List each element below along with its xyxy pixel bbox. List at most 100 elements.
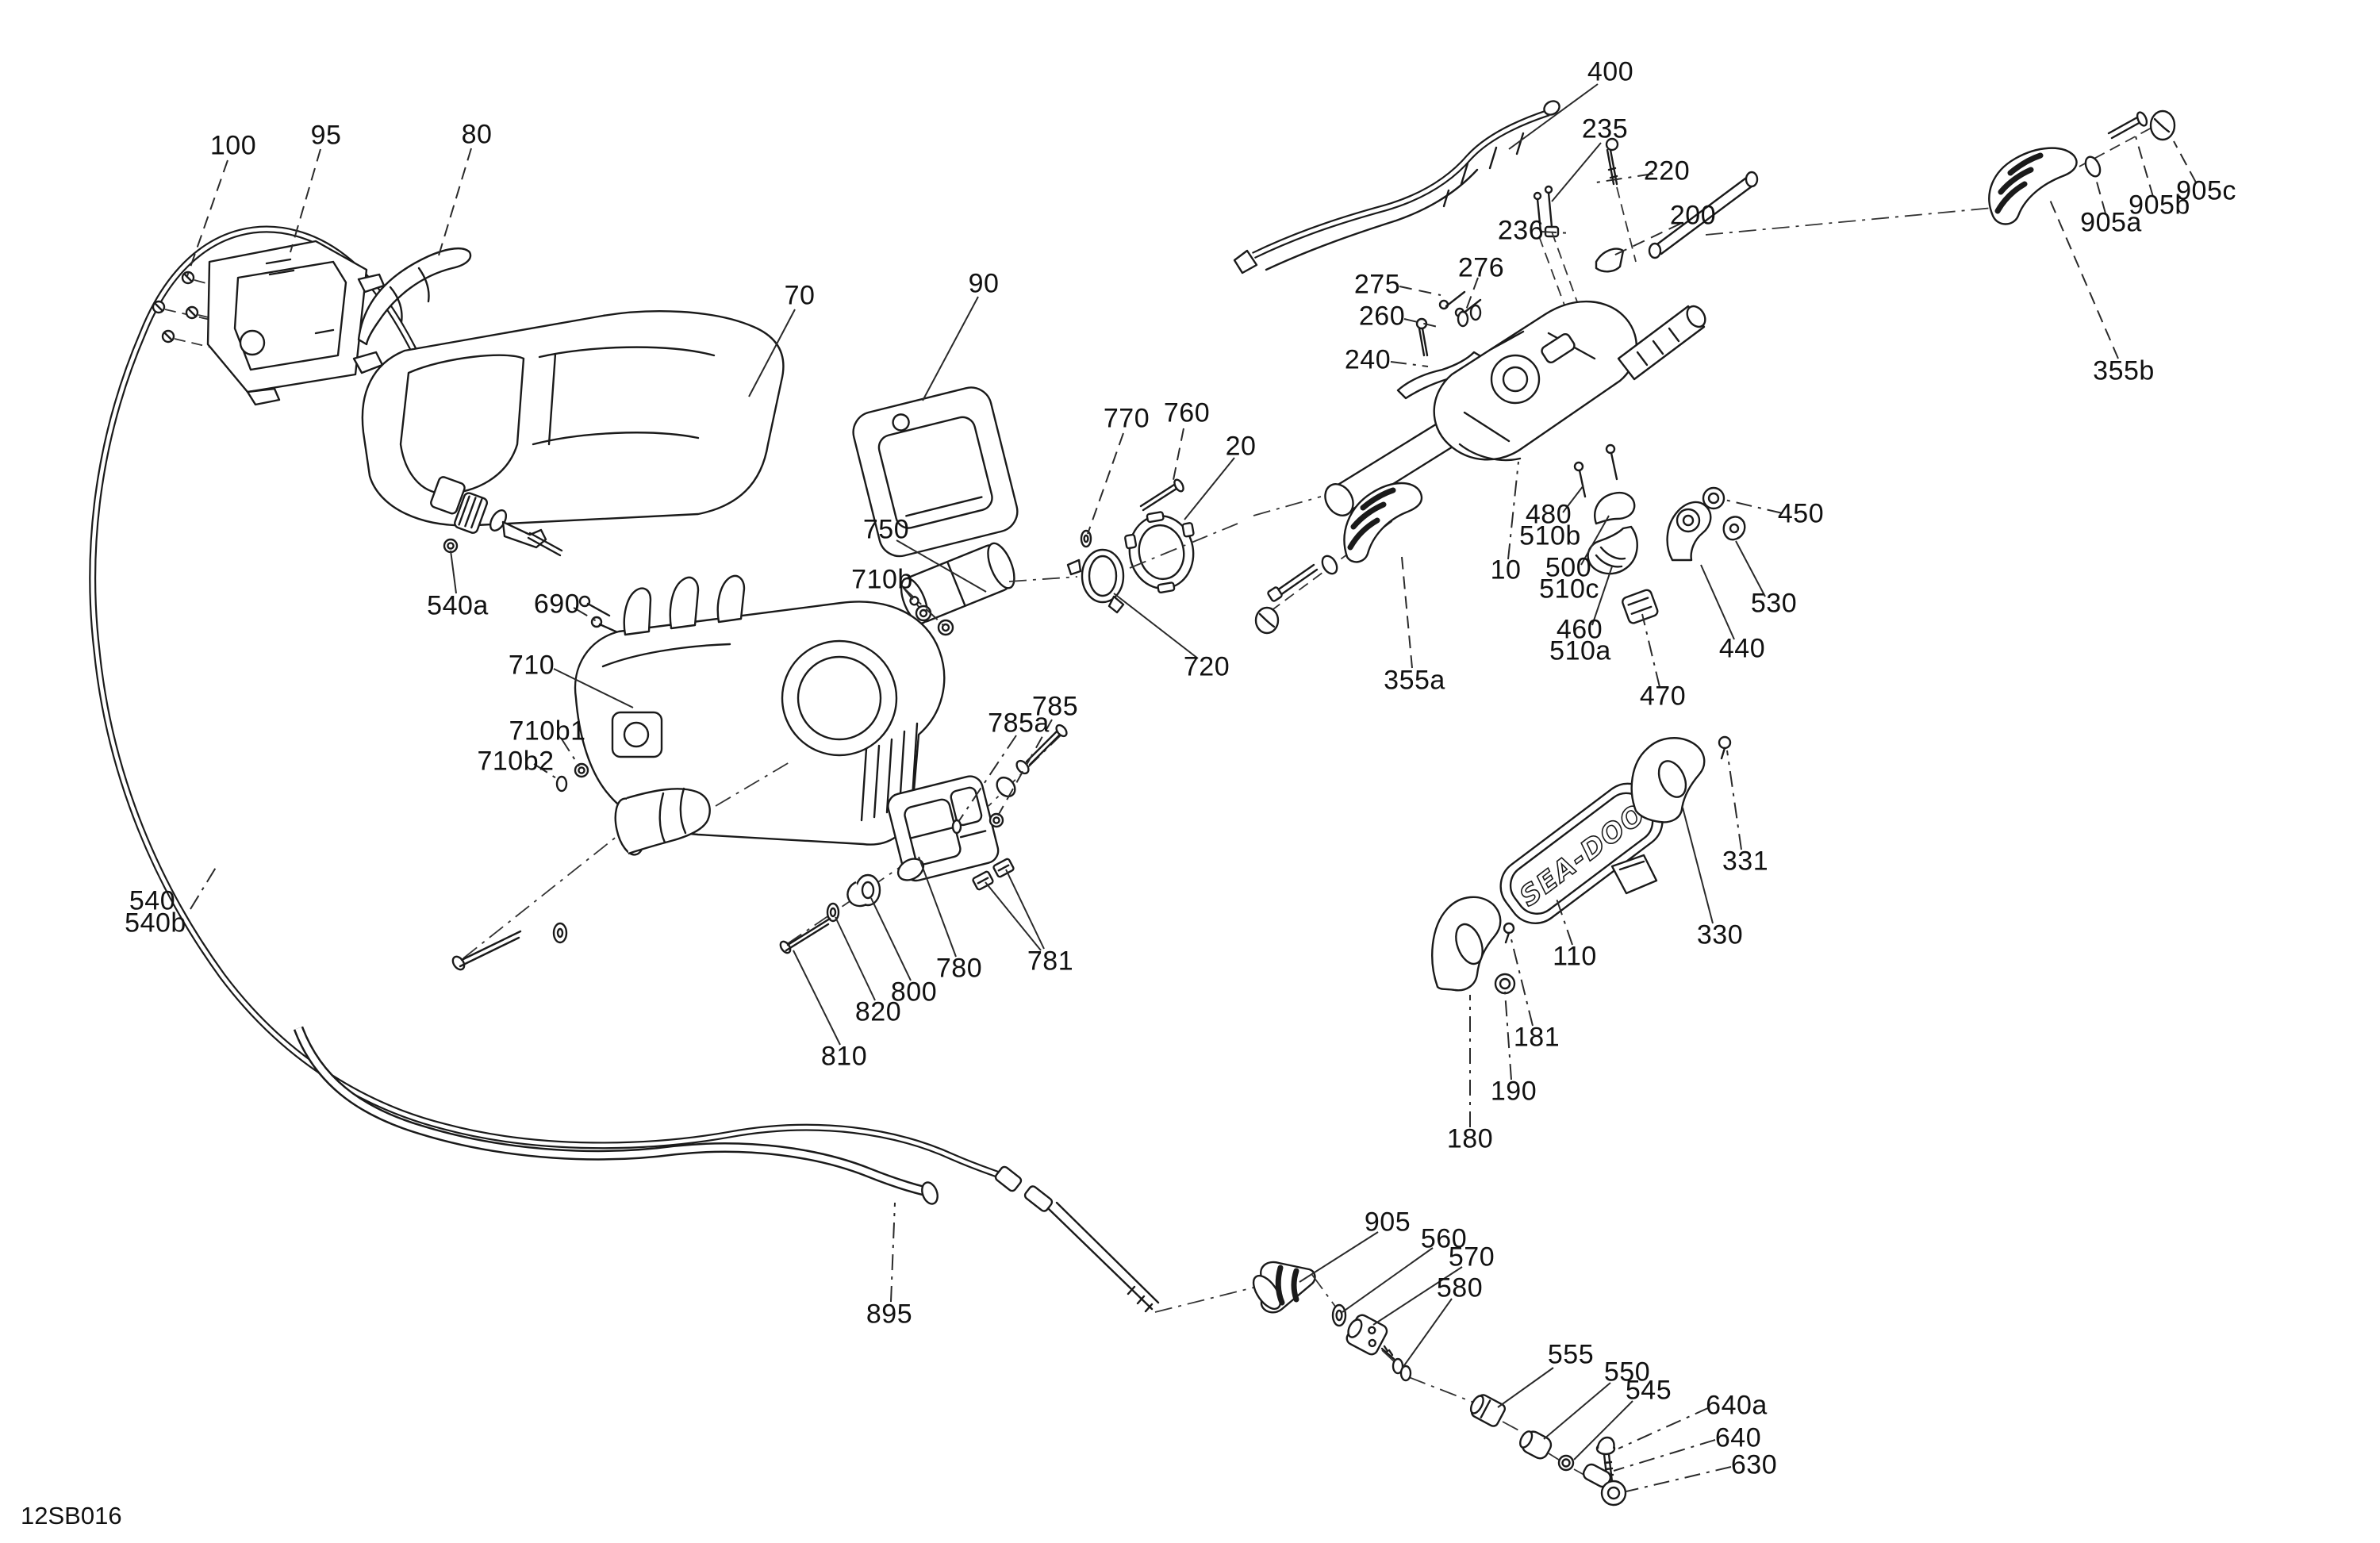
screws-690-icon [578,595,624,636]
leader-line-10 [1507,461,1519,560]
part-label-100: 100 [209,130,257,161]
leader-line-895 [890,1202,896,1303]
part-label-70: 70 [784,280,816,311]
leader-line-710b [902,586,945,627]
part-label-20: 20 [1225,431,1257,462]
part-label-220: 220 [1643,155,1691,186]
leader-line-780 [918,856,957,958]
part-label-275: 275 [1353,269,1401,300]
part-label-785: 785 [1031,691,1079,722]
trim-piece-part [357,247,472,346]
switch-housing-part [779,724,1068,954]
leader-line-235 [1551,142,1602,202]
left-cover-part [1431,896,1516,995]
cable-chain-part [1154,1261,1627,1507]
part-label-895: 895 [866,1299,913,1330]
part-label-690: 690 [533,589,581,620]
leader-line-800 [870,897,912,981]
part-label-460: 460 [1556,614,1603,645]
part-label-820: 820 [854,996,902,1027]
leader-line-236 [1540,231,1572,234]
washer-770-icon [1080,529,1092,548]
leader-line-640a [1618,1407,1710,1449]
leader-line-810 [793,950,841,1046]
exploded-axis-line [878,496,1322,677]
steering-column-part [1324,171,1759,516]
leader-line-710b1 [560,737,580,767]
part-label-630: 630 [1730,1449,1778,1480]
part-label-905c: 905c [2176,175,2236,206]
leader-line-560 [1342,1247,1434,1313]
leader-line-905b [2135,136,2154,198]
part-label-580: 580 [1436,1272,1484,1303]
part-label-480: 480 [1525,499,1572,530]
fuel-tube-part [293,1026,939,1205]
part-label-905a: 905a [2080,207,2142,238]
part-label-235: 235 [1581,113,1629,144]
leader-line-570 [1372,1266,1463,1326]
leader-line-275 [1399,286,1441,296]
leader-lines [186,83,2197,1492]
leader-line-785 [997,719,1053,816]
leader-line-905a [2094,175,2106,214]
leader-line-630 [1626,1466,1732,1492]
leader-line-70 [748,309,796,397]
leader-line-710 [553,668,634,708]
leader-line-500 [1580,515,1610,566]
left-grip-part [1254,482,1423,635]
part-label-240: 240 [1344,344,1392,375]
part-label-450: 450 [1777,498,1825,529]
part-label-470: 470 [1639,681,1687,712]
diagram-code: 12SB016 [21,1502,122,1530]
leader-line-355a [1401,556,1413,669]
leader-line-355b [2049,199,2119,359]
steering-cable-part [89,225,1160,1313]
part-label-355a: 355a [1384,665,1445,696]
leader-line-640 [1613,1439,1716,1472]
part-label-560: 560 [1420,1223,1468,1254]
leader-line-785a [958,735,1017,823]
part-label-640: 640 [1714,1422,1762,1453]
part-label-810: 810 [820,1041,868,1072]
part-label-570: 570 [1448,1242,1495,1272]
leader-line-331 [1726,750,1742,850]
part-label-640a: 640a [1706,1390,1768,1421]
steering-housing-part [574,574,946,846]
part-label-355b: 355b [2093,355,2155,386]
part-label-530: 530 [1750,588,1798,619]
leader-line-770 [1087,432,1124,535]
part-label-710b1: 710b1 [509,716,586,747]
leader-line-710b2 [533,763,561,781]
part-label-760: 760 [1163,397,1211,428]
axis-to-grip-line [1705,207,1994,236]
leader-line-190 [1504,991,1512,1080]
part-label-710b2: 710b2 [477,746,555,777]
part-label-190: 190 [1490,1076,1537,1107]
part-label-710: 710 [508,650,555,681]
leader-line-95 [290,148,321,253]
part-label-545: 545 [1625,1375,1672,1406]
part-label-236: 236 [1497,215,1545,246]
part-label-800: 800 [890,977,938,1008]
part-label-510c: 510c [1539,574,1599,605]
clamp-cluster-part [1573,443,1746,624]
part-label-540b: 540b [125,908,186,938]
leader-line-530 [1735,540,1766,597]
part-label-500: 500 [1545,552,1592,583]
part-label-440: 440 [1718,633,1766,664]
lock-ring-20-part [1124,511,1195,594]
leader-line-100 [186,159,228,277]
part-label-331: 331 [1722,846,1769,877]
part-label-550: 550 [1603,1357,1651,1388]
leader-line-240 [1390,361,1429,367]
part-label-180: 180 [1446,1123,1494,1154]
part-label-710b: 710b [851,564,913,595]
pin-760-icon [1139,478,1184,512]
part-label-400: 400 [1587,56,1634,87]
leader-line-540a [450,550,457,594]
part-label-555: 555 [1547,1339,1595,1370]
part-label-540: 540 [129,885,176,916]
leader-line-220 [1595,173,1654,183]
